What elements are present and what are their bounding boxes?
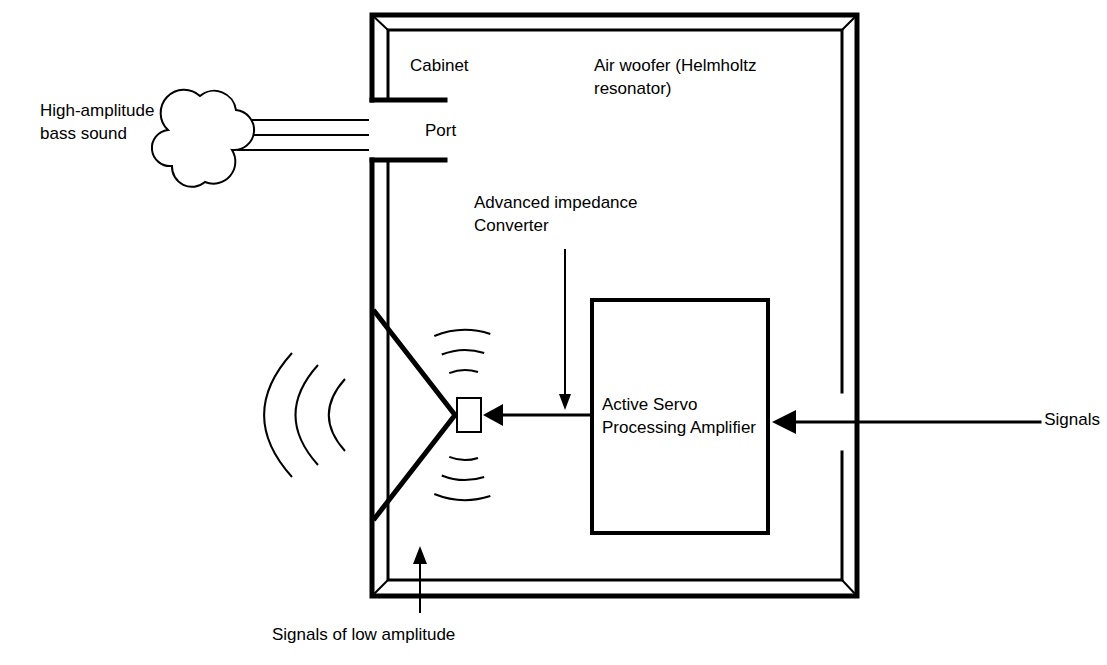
cabinet-enclosure: Active Servo Processing Amplifier Cabinet… <box>372 15 857 596</box>
part-name: Cabinet <box>410 55 530 78</box>
sound-wave <box>296 365 319 465</box>
sound-wave <box>434 330 490 336</box>
part-name: Advanced impedance Converter <box>474 192 674 238</box>
leader-arrow <box>564 250 566 398</box>
speaker-cone <box>375 312 455 518</box>
sound-stream <box>238 120 368 150</box>
amplifier-name: Active Servo Processing Amplifier <box>602 394 758 440</box>
signal-name: Signals <box>1044 409 1107 432</box>
leader-arrow <box>419 562 421 612</box>
sound-wave <box>442 350 484 355</box>
arrow-head <box>559 394 571 410</box>
arrow-head <box>413 546 427 564</box>
driver-magnet <box>457 398 481 432</box>
part-name: Air woofer (Helmholtz resonator) <box>594 55 779 101</box>
signal-name: Signals of low amplitude <box>272 624 592 647</box>
sound-wave <box>329 379 345 451</box>
sound-wave <box>442 475 484 480</box>
part-name: High-amplitude bass sound <box>40 100 175 146</box>
sound-wave <box>434 494 490 500</box>
cabinet-outer-wall <box>372 15 857 596</box>
amplifier-box: Active Servo Processing Amplifier <box>590 298 770 535</box>
sound-wave <box>449 457 478 460</box>
sound-wave <box>264 353 292 477</box>
signal-wire <box>500 414 590 417</box>
arrow-head <box>483 404 503 426</box>
cloud <box>152 90 254 187</box>
sound-wave <box>449 370 478 373</box>
arrow-head <box>772 410 796 434</box>
signal-wire <box>792 421 1040 424</box>
cabinet-corner <box>372 15 857 596</box>
part-name: Port <box>425 120 485 143</box>
cabinet-inner-wall <box>388 160 842 580</box>
